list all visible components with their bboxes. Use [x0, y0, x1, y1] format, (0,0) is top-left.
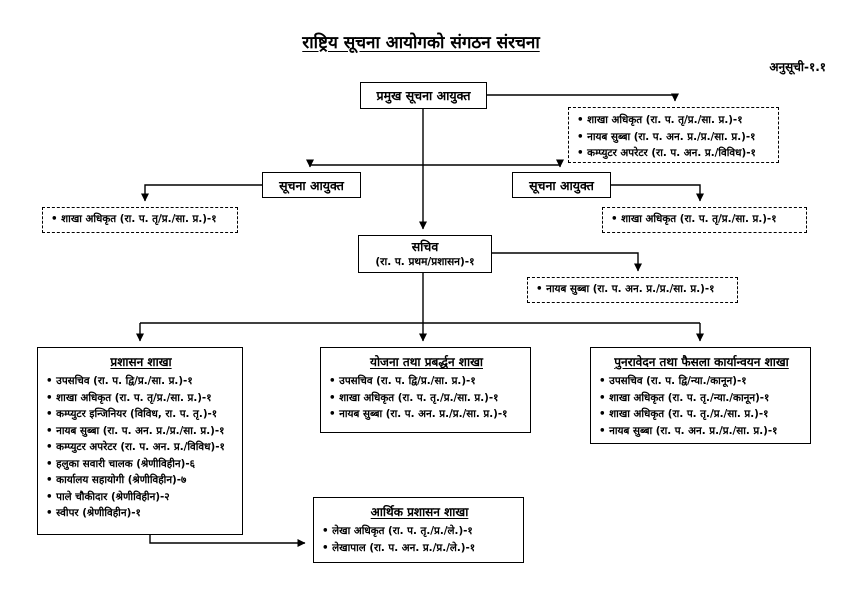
list-item: उपसचिव (रा. प. द्वि/न्या./कानून)-१: [599, 373, 804, 390]
list-item: कम्प्युटर अपरेटर (रा. प. अन. प्र./विविध)…: [46, 439, 236, 456]
node-planning-promotion-branch: योजना तथा प्रबर्द्धन शाखा उपसचिव (रा. प.…: [320, 347, 531, 433]
node-information-commissioner-left: सूचना आयुक्त: [262, 172, 361, 198]
list-item: हलुका सवारी चालक (श्रेणीविहीन)-६: [46, 456, 236, 473]
list-item: लेखा अधिकृत (रा. प. तृ./प्र./ले.)-१: [322, 523, 517, 540]
list-item: लेखापाल (रा. प. अन. प्र./प्र./ले.)-१: [322, 540, 517, 557]
list-item: स्वीपर (श्रेणीविहीन)-१: [46, 505, 236, 522]
list-item: शाखा अधिकृत (रा. प. तृ./न्या./कानून)-१: [599, 390, 804, 407]
list-item: कम्प्युटर अपरेटर (रा. प. अन. प्र./विविध)…: [577, 145, 772, 162]
node-left-commissioner-staff: शाखा अधिकृत (रा. प. तृ/प्र./सा. प्र.)-१: [42, 207, 238, 233]
node-financial-administration-branch: आर्थिक प्रशासन शाखा लेखा अधिकृत (रा. प. …: [313, 497, 524, 563]
node-label: प्रमुख सूचना आयुक्त: [376, 88, 471, 103]
list-item: उपसचिव (रा. प. द्वि/प्र./सा. प्र.)-१: [46, 373, 236, 390]
annex-label: अनुसूची-१.१: [769, 60, 826, 74]
branch-title: पुनरावेदन तथा फैसला कार्यान्वयन शाखा: [614, 355, 789, 369]
list-item: शाखा अधिकृत (रा. प. तृ/प्र./सा. प्र.)-१: [611, 211, 800, 228]
list-item: नायब सुब्बा (रा. प. अन. प्र./प्र./सा. प्…: [536, 281, 731, 298]
list-item: नायब सुब्बा (रा. प. अन. प्र./प्र./सा. प्…: [599, 423, 804, 440]
node-administration-branch: प्रशासन शाखा उपसचिव (रा. प. द्वि/प्र./सा…: [37, 347, 243, 535]
node-label: सूचना आयुक्त: [279, 177, 344, 193]
list-item: पाले चौकीदार (श्रेणीविहीन)-२: [46, 489, 236, 506]
node-label: सचिव: [411, 239, 439, 254]
node-label: सूचना आयुक्त: [529, 177, 594, 193]
list-item: नायब सुब्बा (रा. प. अन. प्र./प्र./सा. प्…: [329, 406, 524, 423]
node-right-commissioner-staff: शाखा अधिकृत (रा. प. तृ/प्र./सा. प्र.)-१: [602, 207, 807, 233]
list-item: शाखा अधिकृत (रा. प. तृ/प्र./सा. प्र.)-१: [51, 211, 231, 228]
node-chief-information-commissioner: प्रमुख सूचना आयुक्त: [360, 82, 487, 109]
list-item: नायब सुब्बा (रा. प. अन. प्र./प्र./सा. प्…: [46, 423, 236, 440]
node-chief-staff: शाखा अधिकृत (रा. प. तृ/प्र./सा. प्र.)-१ …: [568, 107, 779, 163]
list-item: नायब सुब्बा (रा. प. अन. प्र./प्र./सा. प्…: [577, 129, 772, 146]
edge-admin-to-finance: [149, 534, 306, 547]
edge-secretary-staff: [492, 252, 642, 272]
edge-left-commissioner-staff: [141, 184, 262, 202]
list-item: शाखा अधिकृत (रा. प. तृ/प्र./सा. प्र.)-१: [577, 112, 772, 129]
edge-right-commissioner-staff: [611, 184, 704, 202]
page-title: राष्ट्रिय सूचना आयोगको संगठन संरचना: [302, 33, 540, 53]
node-secretary-staff: नायब सुब्बा (रा. प. अन. प्र./प्र./सा. प्…: [527, 277, 738, 303]
list-item: कार्यालय सहायोगी (श्रेणीविहीन)-७: [46, 472, 236, 489]
list-item: शाखा अधिकृत (रा. प. तृ./प्र./सा. प्र.)-१: [599, 406, 804, 423]
branch-title: आर्थिक प्रशासन शाखा: [370, 505, 469, 519]
branch-title: योजना तथा प्रबर्द्धन शाखा: [369, 355, 483, 369]
list-item: कम्प्युटर इन्जिनियर (विविध, रा. प. तृ.)-…: [46, 406, 236, 423]
branch-title: प्रशासन शाखा: [110, 355, 172, 369]
node-sublabel: (रा. प. प्रथम/प्रशासन)-१: [375, 256, 475, 268]
list-item: शाखा अधिकृत (रा. प. तृ/प्र./सा. प्र.)-१: [46, 390, 236, 407]
node-information-commissioner-right: सूचना आयुक्त: [512, 172, 611, 198]
list-item: उपसचिव (रा. प. द्वि/प्र./सा. प्र.)-१: [329, 373, 524, 390]
node-appeal-decision-implementation-branch: पुनरावेदन तथा फैसला कार्यान्वयन शाखा उपस…: [590, 347, 811, 444]
edge-chief-to-chief-staff: [487, 93, 679, 102]
node-secretary: सचिव (रा. प. प्रथम/प्रशासन)-१: [358, 235, 492, 273]
list-item: शाखा अधिकृत (रा. प. तृ./प्र./सा. प्र.)-१: [329, 390, 524, 407]
